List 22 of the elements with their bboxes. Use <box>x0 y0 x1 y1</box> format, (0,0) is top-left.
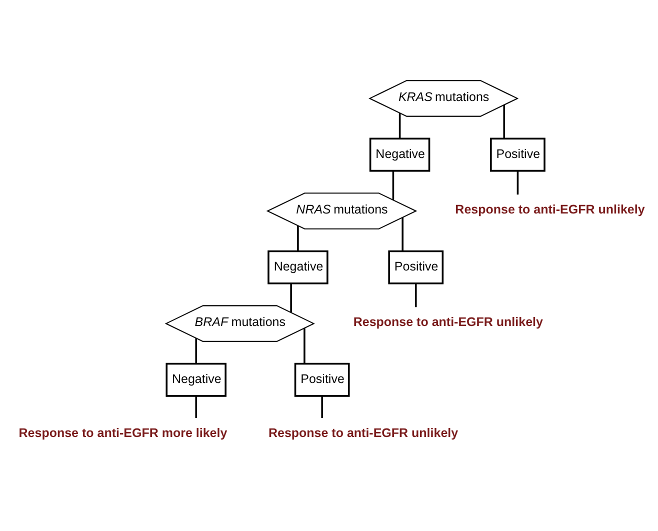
node-box: Positive <box>388 250 444 284</box>
connector <box>195 338 197 364</box>
connector <box>402 217 404 252</box>
node-box: Positive <box>490 138 546 172</box>
connector <box>321 396 323 418</box>
node-box: Negative <box>166 362 226 397</box>
connector <box>503 104 506 139</box>
connector <box>392 171 394 200</box>
node-text: Response to anti-EGFR unlikely <box>268 426 458 440</box>
connector <box>414 284 417 308</box>
connector <box>304 328 306 364</box>
connector <box>290 284 292 312</box>
node-text: Response to anti-EGFR more likely <box>18 426 228 440</box>
node-box: Negative <box>369 138 430 172</box>
node-text: Response to anti-EGFR unlikely <box>455 202 645 216</box>
node-text: Response to anti-EGFR unlikely <box>353 314 543 329</box>
connector <box>195 396 197 418</box>
node-box: Positive <box>294 362 350 397</box>
connector <box>398 113 401 138</box>
connector <box>297 226 299 251</box>
node-box: Negative <box>268 250 328 284</box>
connector <box>516 171 519 195</box>
